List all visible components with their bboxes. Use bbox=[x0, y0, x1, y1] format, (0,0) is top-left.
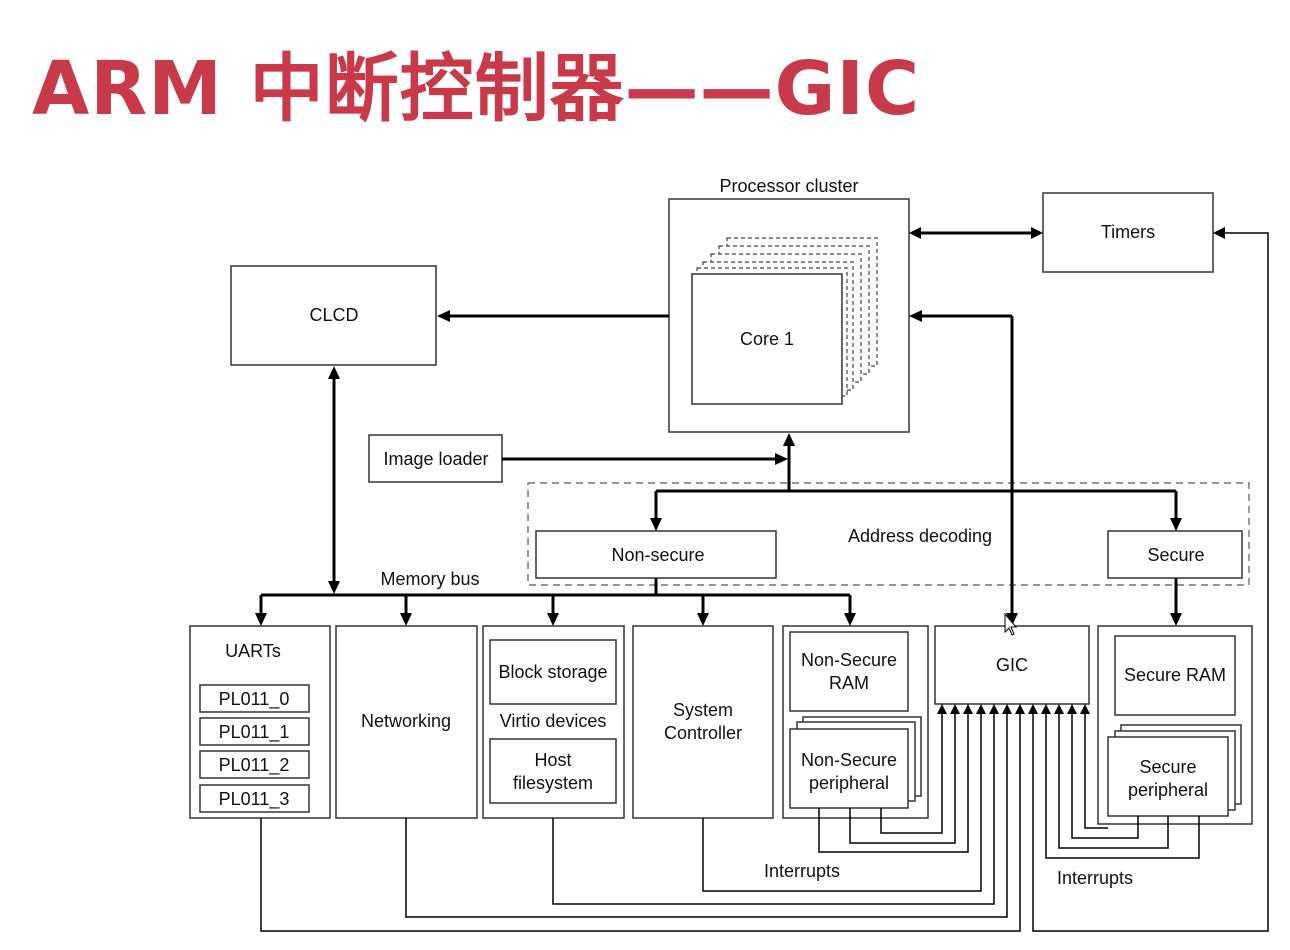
non-secure-label: Non-secure bbox=[611, 545, 704, 565]
pl011-2-box bbox=[199, 750, 310, 779]
non-secure-peripheral-box bbox=[789, 728, 909, 809]
arrowhead-virtio bbox=[547, 613, 559, 626]
arrowhead-cluster-gic bbox=[909, 310, 922, 322]
virtio-devices-label: Virtio devices bbox=[500, 711, 607, 731]
arrowhead-system-controller bbox=[697, 613, 709, 626]
system-controller-label-1: System bbox=[673, 700, 733, 720]
address-decoding-label: Address decoding bbox=[848, 526, 992, 546]
pl011-1-label: PL011_1 bbox=[219, 722, 290, 743]
mouse-cursor-icon bbox=[1004, 612, 1018, 636]
non-secure-peripheral-label-1: Non-Secure bbox=[801, 750, 897, 770]
pl011-2-label: PL011_2 bbox=[219, 755, 290, 776]
arrowhead-uarts bbox=[255, 613, 267, 626]
arrowhead-gic-down bbox=[1006, 613, 1018, 626]
uarts-label: UARTs bbox=[225, 641, 281, 661]
non-secure-ram-box bbox=[789, 631, 909, 712]
secure-peripheral-label-1: Secure bbox=[1139, 757, 1196, 777]
gic-box bbox=[934, 625, 1090, 705]
non-secure-ram-label-1: Non-Secure bbox=[801, 650, 897, 670]
memory-bus-label: Memory bus bbox=[380, 569, 479, 589]
arrowhead-networking bbox=[400, 613, 412, 626]
non-secure-ram-label-2: RAM bbox=[829, 673, 869, 693]
clcd-label: CLCD bbox=[309, 305, 358, 325]
pl011-0-box bbox=[199, 684, 310, 713]
arrowhead-image-loader bbox=[775, 453, 788, 465]
secure-box bbox=[1107, 530, 1243, 579]
non-secure-box bbox=[535, 530, 777, 579]
core-1-label: Core 1 bbox=[740, 329, 794, 349]
image-loader-label: Image loader bbox=[383, 449, 488, 469]
host-filesystem-label-2: filesystem bbox=[513, 773, 593, 793]
secure-peripheral-label-2: peripheral bbox=[1128, 780, 1208, 800]
interrupts-label-left: Interrupts bbox=[764, 861, 840, 881]
page-title: ARM 中断控制器——GIC bbox=[32, 46, 921, 132]
arrowhead-cluster-up bbox=[783, 433, 795, 446]
clcd-box bbox=[230, 265, 437, 366]
arrowhead-secure bbox=[1170, 518, 1182, 531]
interrupts-label-right: Interrupts bbox=[1057, 868, 1133, 888]
arrowhead-non-secure bbox=[650, 518, 662, 531]
host-filesystem-box bbox=[489, 738, 617, 804]
arrowhead-cluster-left bbox=[909, 227, 921, 239]
block-storage-box bbox=[489, 639, 617, 705]
arrowhead-clcd bbox=[437, 310, 450, 322]
block-storage-label: Block storage bbox=[498, 662, 607, 682]
address-decoding-region bbox=[527, 482, 1250, 586]
arrowhead-timers-right bbox=[1031, 227, 1043, 239]
image-loader-box bbox=[368, 434, 503, 483]
secure-peripheral-box bbox=[1107, 736, 1229, 817]
interrupt-lines bbox=[260, 227, 1269, 932]
non-secure-peripheral-label-2: peripheral bbox=[809, 773, 889, 793]
secure-ram-box bbox=[1114, 635, 1236, 716]
gic-label: GIC bbox=[996, 655, 1028, 675]
timers-label: Timers bbox=[1101, 222, 1155, 242]
networking-label: Networking bbox=[361, 711, 451, 731]
pl011-1-box bbox=[199, 717, 310, 746]
system-controller-label-2: Controller bbox=[664, 723, 742, 743]
host-filesystem-label-1: Host bbox=[534, 750, 571, 770]
arrowhead-secure-group bbox=[1170, 613, 1182, 626]
pl011-3-label: PL011_3 bbox=[219, 789, 290, 810]
secure-ram-label: Secure RAM bbox=[1124, 665, 1226, 685]
secure-label: Secure bbox=[1147, 545, 1204, 565]
processor-cluster-label: Processor cluster bbox=[719, 176, 858, 196]
arrowhead-ns-memory bbox=[844, 613, 856, 626]
arrowhead-clcd-down bbox=[328, 581, 340, 594]
core-1-box bbox=[691, 273, 843, 405]
system-controller-box bbox=[632, 625, 774, 819]
arrowhead-clcd-up bbox=[328, 366, 340, 379]
networking-box bbox=[335, 625, 478, 819]
pl011-0-label: PL011_0 bbox=[219, 689, 290, 710]
pl011-3-box bbox=[199, 784, 310, 813]
timers-box bbox=[1042, 192, 1214, 273]
